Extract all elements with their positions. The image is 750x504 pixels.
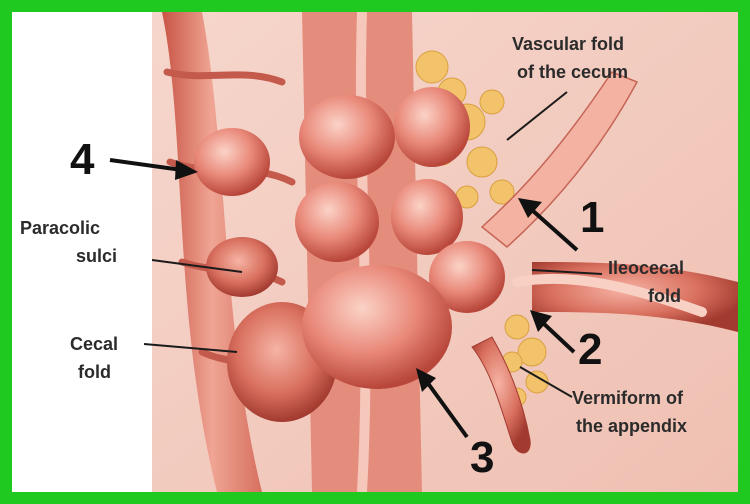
label-vascular-fold-line1: Vascular fold: [512, 34, 624, 54]
number-4: 4: [70, 135, 95, 184]
number-2: 2: [578, 325, 602, 374]
number-3: 3: [470, 433, 494, 482]
label-vascular-fold-line2: of the cecum: [517, 62, 628, 82]
label-ileocecal-line2: fold: [648, 286, 681, 306]
label-ileocecal-line1: Ileocecal: [608, 258, 684, 278]
label-cecal-fold-line1: Cecal: [70, 334, 118, 354]
number-1: 1: [580, 193, 604, 242]
label-cecal-fold-line2: fold: [78, 362, 111, 382]
label-vermiform-line2: the appendix: [576, 416, 687, 436]
label-paracolic-line2: sulci: [76, 246, 117, 266]
label-vermiform-line1: Vermiform of: [572, 388, 684, 408]
cecum-illustration: Vascular fold of the cecum Paracolic sul…: [12, 12, 738, 492]
label-paracolic-line1: Paracolic: [20, 218, 100, 238]
